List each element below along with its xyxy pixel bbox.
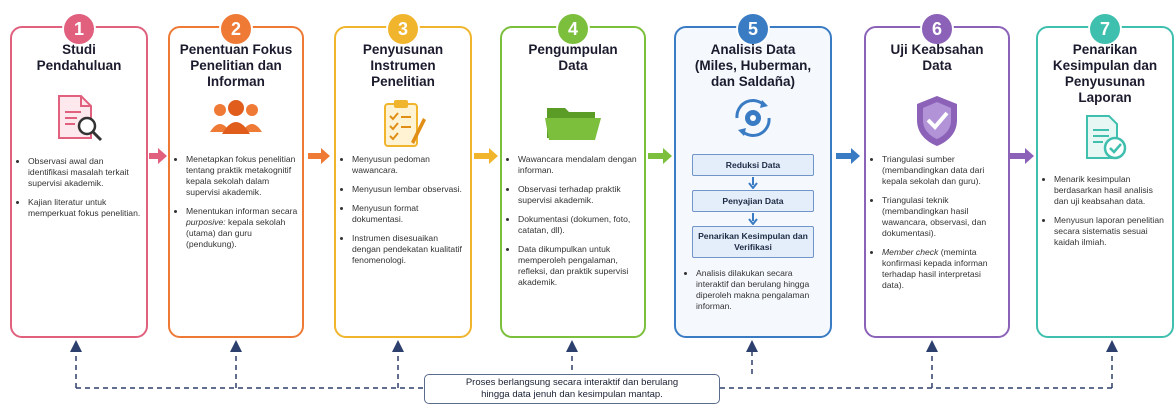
gear-cycle-icon <box>735 99 771 137</box>
stage-number-badge: 5 <box>736 12 770 46</box>
connector-arrow-1-2 <box>149 148 167 164</box>
list-item: Menetapkan fokus penelitian tentang prak… <box>186 154 298 198</box>
stage-title: Analisis Data (Miles, Huberman, dan Sald… <box>694 42 812 89</box>
analysis-step-kesimpulan: Penarikan Kesimpulan dan Verifikasi <box>692 226 814 258</box>
stage-title: Penarikan Kesimpulan dan Penyusunan Lapo… <box>1052 42 1158 105</box>
feedback-note: Proses berlangsung secara interaktif dan… <box>424 374 720 404</box>
list-item: Triangulasi sumber (membandingkan data d… <box>882 154 1004 187</box>
connector-arrow-5-6 <box>836 148 860 164</box>
shield-check-icon <box>917 96 957 146</box>
connector-arrow-6-7 <box>1010 148 1034 164</box>
list-item: Member check (meminta konfirmasi kepada … <box>882 247 1004 291</box>
down-arrow-icon <box>748 177 758 189</box>
list-item: Menyusun lembar observasi. <box>352 184 466 195</box>
connector-arrow-3-4 <box>474 148 498 164</box>
stage-card-2: 2 Penentuan Fokus Penelitian dan Informa… <box>168 12 304 338</box>
list-item: Instrumen disesuaikan dengan pendekatan … <box>352 233 466 266</box>
list-item: Kajian literatur untuk memperkuat fokus … <box>28 197 142 219</box>
stage-number-badge: 1 <box>62 12 96 46</box>
list-item: Menarik kesimpulan berdasarkan hasil ana… <box>1054 174 1168 207</box>
stage-number-badge: 7 <box>1088 12 1122 46</box>
stage-title: Penyusunan Instrumen Penelitian <box>362 42 444 89</box>
list-item: Menentukan informan secara purposive: ke… <box>186 206 298 250</box>
stage-card-3: 3 Penyusunan Instrumen Penelitian Menyus… <box>334 12 472 338</box>
list-item: Data dikumpulkan untuk memperoleh pengal… <box>518 244 640 288</box>
folder-icon <box>545 108 601 140</box>
stage-number-badge: 2 <box>219 12 253 46</box>
list-item: Triangulasi teknik (membandingkan hasil … <box>882 195 1004 239</box>
stage-title: Pengumpulan Data <box>528 42 618 73</box>
list-item: Analisis dilakukan secara interaktif dan… <box>696 268 822 312</box>
stage-card-7: 7 Penarikan Kesimpulan dan Penyusunan La… <box>1036 12 1174 338</box>
analysis-step-penyajian: Penyajian Data <box>692 190 814 212</box>
document-search-icon <box>58 95 103 142</box>
people-group-icon <box>210 100 262 134</box>
stage-card-4: 4 Pengumpulan Data Wawancara mendalam de… <box>500 12 646 338</box>
list-item: Observasi awal dan identifikasi masalah … <box>28 156 142 189</box>
report-check-icon <box>1086 115 1127 160</box>
stage-card-1: 1 Studi Pendahuluan Observasi awal dan i… <box>10 12 148 338</box>
connector-arrow-2-3 <box>308 148 330 164</box>
stage-title: Penentuan Fokus Penelitian dan Informan <box>179 42 293 89</box>
stage-number-badge: 4 <box>556 12 590 46</box>
stage-card-5: 5 Analisis Data (Miles, Huberman, dan Sa… <box>674 12 832 338</box>
list-item: Wawancara mendalam dengan informan. <box>518 154 640 176</box>
list-item: Menyusun laporan penelitian secara siste… <box>1054 215 1168 248</box>
stage-number-badge: 3 <box>386 12 420 46</box>
stage-title: Uji Keabsahan Data <box>890 42 984 73</box>
analysis-step-reduksi: Reduksi Data <box>692 154 814 176</box>
feedback-note-text: Proses berlangsung secara interaktif dan… <box>465 377 679 400</box>
list-item: Menyusun pedoman wawancara. <box>352 154 466 176</box>
down-arrow-icon <box>748 213 758 225</box>
list-item: Observasi terhadap praktik supervisi aka… <box>518 184 640 206</box>
stage-card-6: 6 Uji Keabsahan Data Triangulasi sumber … <box>864 12 1010 338</box>
list-item: Menyusun format dokumentasi. <box>352 203 466 225</box>
list-item: Dokumentasi (dokumen, foto, catatan, dll… <box>518 214 640 236</box>
connector-arrow-4-5 <box>648 148 672 164</box>
clipboard-checklist-icon <box>384 100 426 147</box>
stage-number-badge: 6 <box>920 12 954 46</box>
stage-title: Studi Pendahuluan <box>36 42 122 73</box>
